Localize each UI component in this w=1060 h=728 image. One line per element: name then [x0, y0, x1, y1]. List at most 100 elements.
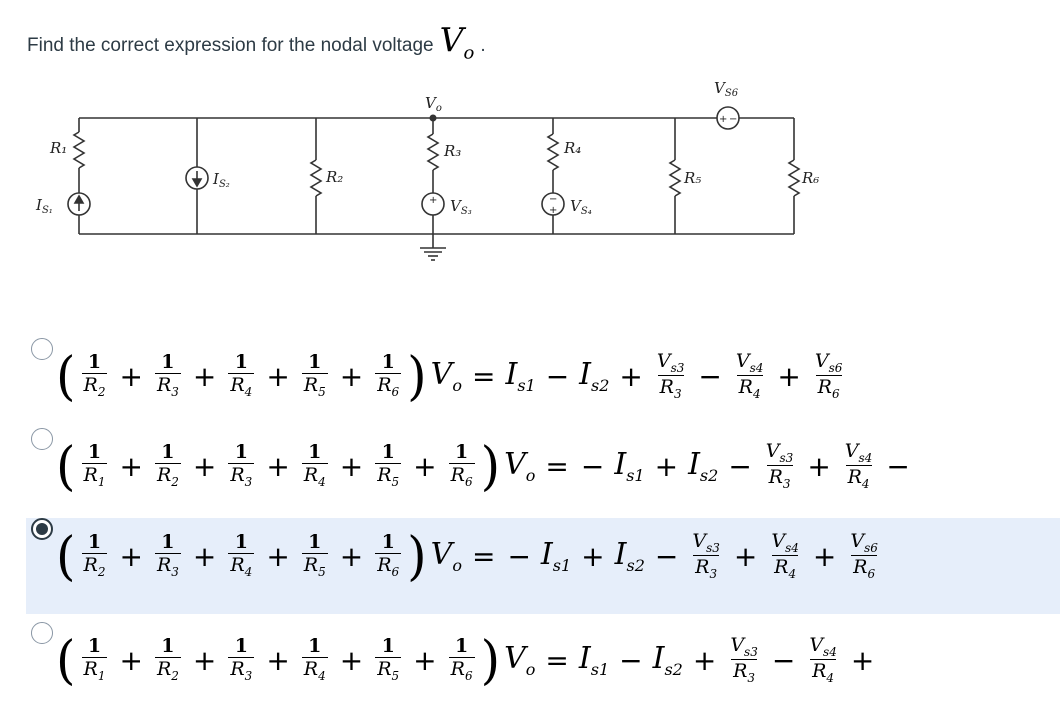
fraction-denominator: R3: [154, 553, 181, 578]
radio-button-2[interactable]: [31, 428, 53, 450]
operator: +: [777, 359, 801, 393]
fraction-denominator: R4: [810, 658, 837, 685]
fraction-numerator: Vs3: [764, 441, 796, 464]
operator: −: [771, 643, 796, 677]
vo-variable: Vo: [504, 641, 536, 679]
operator: +: [733, 539, 758, 573]
operator: +: [850, 643, 875, 677]
fraction-denominator: R6: [851, 554, 878, 580]
operator: +: [619, 359, 643, 393]
math-symbol: Vs4: [844, 440, 873, 465]
fraction-numerator: 1: [87, 441, 102, 464]
fraction-numerator: 1: [454, 441, 469, 464]
label-is1: IS₁: [35, 196, 53, 216]
fraction-numerator: 1: [87, 351, 102, 374]
fraction-denominator: R3: [228, 463, 255, 488]
plus-sign: +: [266, 539, 290, 573]
label-r5: R₅: [683, 169, 701, 187]
radio-button-3[interactable]: [31, 518, 53, 540]
math-symbol: R2: [156, 658, 179, 684]
math-symbol: R4: [774, 555, 797, 581]
plus-sign: +: [339, 539, 364, 573]
fraction-denominator: R3: [657, 374, 684, 400]
equals-sign: =: [471, 539, 496, 573]
fraction-numerator: 1: [454, 635, 469, 658]
operator: −: [698, 359, 722, 393]
vo-variable: Vo: [504, 447, 536, 485]
math-symbol: Vs4: [809, 634, 837, 659]
fraction-numerator: 1: [234, 635, 248, 658]
math-symbol: R2: [156, 464, 179, 490]
right-paren: ): [480, 629, 501, 691]
circuit-diagram: Vo R₁ IS₁ IS₂ R₂ R₃ VS₃ R₄ VS₄ R₅ VS6 R₆…: [35, 79, 819, 261]
left-paren: (: [56, 345, 76, 407]
math-symbol: R3: [733, 659, 756, 685]
math-symbol: R2: [83, 374, 106, 400]
right-paren: ): [407, 525, 427, 587]
operator: −: [545, 359, 570, 393]
radio-button-1[interactable]: [31, 338, 53, 360]
question-text: Find the correct expression for the noda…: [27, 20, 486, 64]
left-paren: (: [56, 525, 76, 587]
fraction-numerator: Vs4: [734, 350, 766, 375]
radio-button-4[interactable]: [31, 622, 53, 644]
fraction-denominator: R4: [301, 657, 328, 682]
arrow-down-icon: [191, 178, 203, 188]
vs6-plus: +: [719, 114, 727, 125]
voltage-source-vs6: [716, 106, 740, 130]
math-symbol: R4: [230, 374, 253, 400]
plus-sign: +: [339, 449, 364, 483]
equals-sign: =: [471, 359, 496, 393]
vs3-plus: +: [429, 195, 437, 206]
math-symbol: R4: [812, 659, 835, 685]
math-symbol: Vs4: [735, 350, 764, 375]
label-r1: R₁: [49, 139, 67, 157]
plus-sign: +: [339, 643, 364, 677]
fraction-numerator: 1: [381, 441, 395, 464]
math-symbol: R1: [83, 464, 106, 490]
math-symbol: R4: [847, 465, 870, 491]
fraction-numerator: Vs4: [807, 634, 839, 659]
fraction-numerator: 1: [381, 531, 395, 554]
math-symbol: Vs3: [730, 634, 758, 659]
fraction-numerator: Vs6: [848, 531, 880, 554]
circuit-wires: [72, 117, 801, 261]
fraction-numerator: 1: [234, 531, 248, 554]
fraction-denominator: R3: [228, 657, 255, 682]
source-arrows: [73, 171, 203, 211]
vo-node: [429, 114, 437, 122]
current-variable: Is2: [614, 537, 645, 575]
math-symbol: R6: [817, 375, 840, 401]
vo-variable: Vo: [430, 357, 462, 395]
label-is2: IS₂: [212, 170, 230, 190]
math-symbol: R4: [303, 464, 326, 490]
circuit-labels: Vo R₁ IS₁ IS₂ R₂ R₃ VS₃ R₄ VS₄ R₅ VS6 R₆: [35, 79, 819, 217]
plus-sign: +: [413, 449, 437, 483]
fraction-numerator: 1: [308, 531, 322, 554]
current-variable: Is2: [688, 447, 719, 485]
circuit-sources: [67, 106, 740, 216]
question-vo-variable: Vo: [439, 20, 475, 64]
label-r2: R₂: [325, 168, 343, 186]
fraction-denominator: R1: [81, 657, 108, 682]
